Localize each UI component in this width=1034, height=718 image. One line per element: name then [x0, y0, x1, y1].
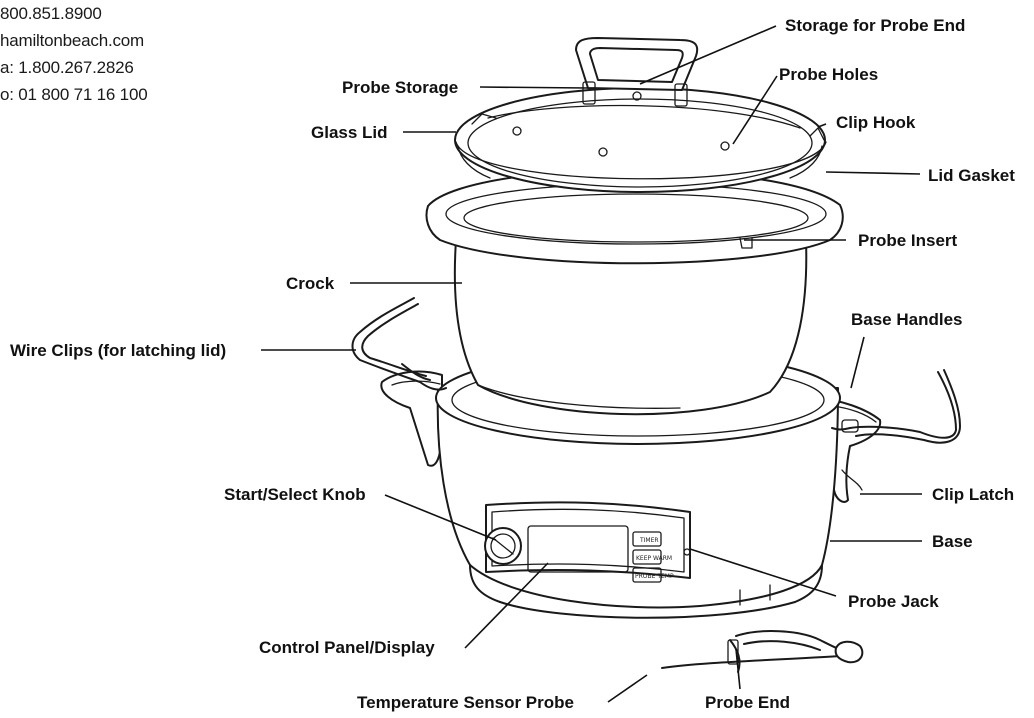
label-storage-for-probe-end: Storage for Probe End	[785, 16, 965, 35]
keep-warm-button-label: KEEP WARM	[636, 555, 672, 562]
label-control-panel-display: Control Panel/Display	[259, 638, 435, 657]
label-glass-lid: Glass Lid	[311, 123, 388, 142]
label-probe-holes: Probe Holes	[779, 65, 878, 84]
crock-drawing	[427, 170, 843, 414]
temperature-probe-drawing	[662, 631, 862, 672]
label-temperature-sensor-probe: Temperature Sensor Probe	[357, 693, 574, 712]
probe-temp-button-label: PROBE TEMP	[635, 573, 674, 580]
timer-button-label: TIMER	[639, 537, 659, 544]
label-probe-jack: Probe Jack	[848, 592, 939, 611]
label-probe-storage: Probe Storage	[342, 78, 458, 97]
label-clip-hook: Clip Hook	[836, 113, 916, 132]
label-crock: Crock	[286, 274, 335, 293]
label-probe-end: Probe End	[705, 693, 790, 712]
label-wire-clips: Wire Clips (for latching lid)	[10, 341, 226, 360]
label-base-handles: Base Handles	[851, 310, 963, 329]
label-clip-latch: Clip Latch	[932, 485, 1014, 504]
label-start-select-knob: Start/Select Knob	[224, 485, 366, 504]
control-panel: TIMER KEEP WARM PROBE TEMP	[485, 502, 690, 582]
glass-lid-drawing	[455, 38, 826, 192]
label-lid-gasket: Lid Gasket	[928, 166, 1015, 185]
label-base: Base	[932, 532, 973, 551]
label-probe-insert: Probe Insert	[858, 231, 958, 250]
